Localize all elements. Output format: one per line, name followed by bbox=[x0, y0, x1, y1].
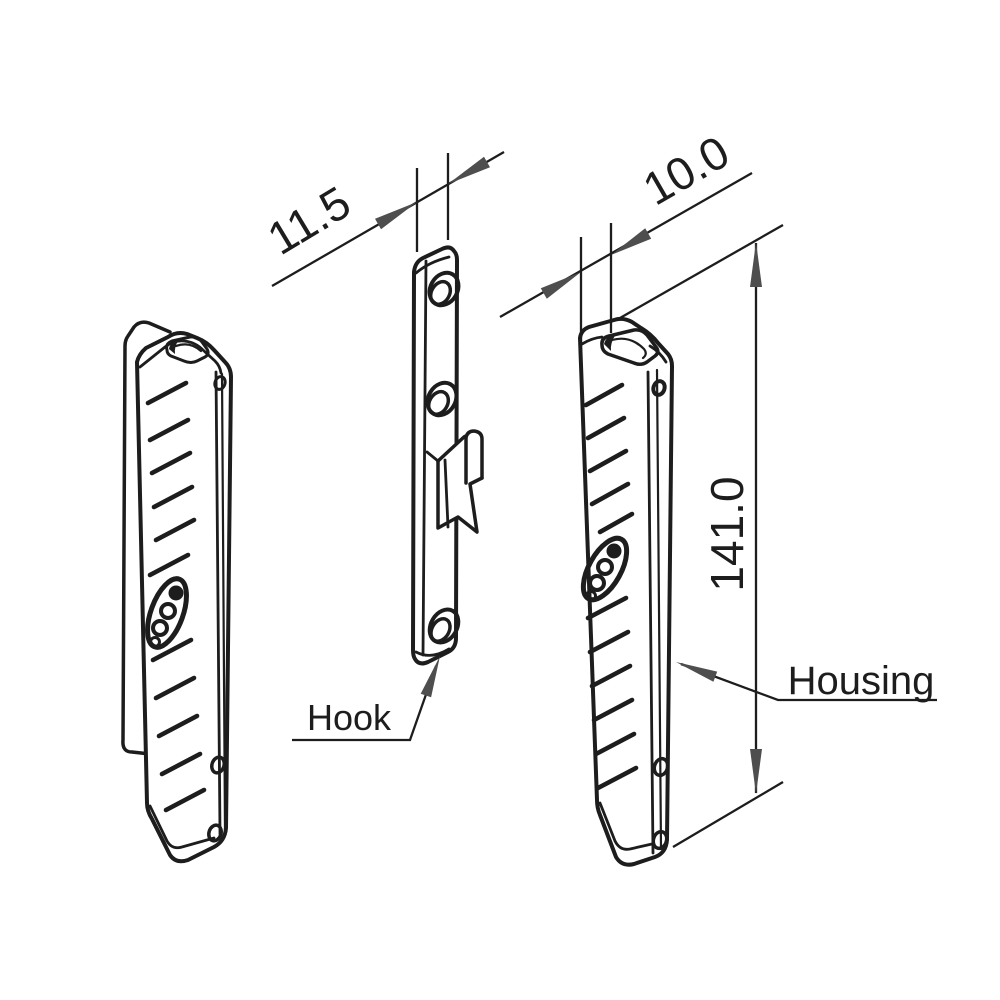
dimension-housing-length: 141.0 bbox=[619, 224, 784, 848]
hook-label: Hook bbox=[307, 697, 392, 738]
dimension-arrow-icon bbox=[375, 202, 417, 230]
dimension-hook-thickness: 11.5 bbox=[259, 151, 505, 287]
right-housing-side-hole-top bbox=[651, 379, 667, 397]
housing-label: Housing bbox=[788, 659, 935, 703]
dimension-arrow-icon bbox=[750, 749, 762, 794]
right-housing-side-hole bbox=[652, 756, 670, 778]
left-housing-side-hole bbox=[207, 823, 223, 843]
left-housing-backplate bbox=[121, 320, 172, 756]
dimension-housing-thickness: 10.0 bbox=[499, 125, 753, 343]
right-housing-top-face-edge bbox=[580, 335, 604, 346]
hook-strip-holes bbox=[425, 270, 461, 645]
right-housing-side-hole bbox=[651, 829, 669, 851]
hook-strip-part bbox=[411, 245, 484, 666]
right-housing-bottom-edge bbox=[598, 801, 654, 851]
dimension-value-housing-length: 141.0 bbox=[701, 476, 753, 591]
left-housing-assembly bbox=[121, 320, 233, 864]
dimension-value-hook-thickness: 11.5 bbox=[259, 176, 360, 265]
hook-strip-top-edge bbox=[414, 255, 451, 275]
leader-arrow-icon bbox=[676, 662, 718, 682]
hook-strip-bottom-edge bbox=[414, 647, 451, 657]
left-housing-slot bbox=[165, 335, 210, 364]
leader-arrow-icon bbox=[420, 656, 440, 698]
dimension-arrow-icon bbox=[540, 272, 581, 299]
dimension-arrow-icon bbox=[750, 242, 762, 287]
hook-tab bbox=[425, 429, 484, 534]
right-housing-hatch-lines bbox=[583, 382, 639, 791]
left-housing-side-hole bbox=[210, 755, 226, 775]
right-housing-edge-line bbox=[655, 368, 663, 851]
hook-callout: Hook bbox=[292, 656, 440, 742]
right-housing-edge-line bbox=[646, 370, 655, 855]
dimension-arrow-icon bbox=[611, 228, 652, 255]
left-housing-bottom-edge bbox=[148, 804, 216, 850]
dimension-arrow-icon bbox=[448, 156, 490, 184]
right-housing-part bbox=[578, 316, 674, 867]
hook-strip-front-edge bbox=[421, 259, 428, 657]
brand-logo-icon bbox=[580, 535, 630, 603]
dimension-value-housing-thickness: 10.0 bbox=[634, 125, 738, 215]
extension-line bbox=[672, 781, 784, 848]
left-housing-edge-line bbox=[220, 372, 227, 832]
left-housing-hatch-lines bbox=[145, 380, 207, 813]
right-housing-slot bbox=[600, 328, 660, 367]
left-housing-side-hole-top bbox=[213, 375, 227, 391]
brand-logo-icon bbox=[145, 576, 189, 650]
extension-line bbox=[619, 224, 784, 319]
housing-callout: Housing bbox=[676, 659, 937, 703]
